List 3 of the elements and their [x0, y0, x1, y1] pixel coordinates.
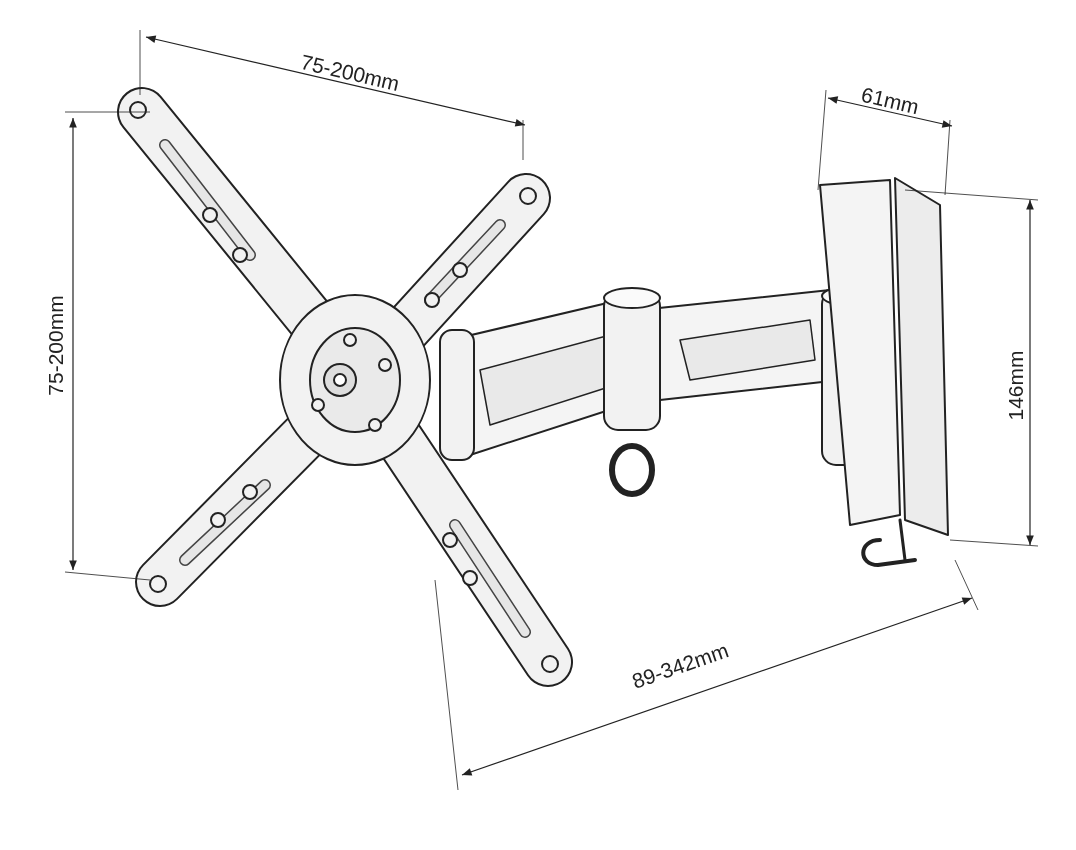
dimension-label: 75-200mm	[44, 294, 66, 396]
dimension-label: 146mm	[1004, 350, 1026, 420]
dimension-label: 61mm	[859, 83, 921, 117]
